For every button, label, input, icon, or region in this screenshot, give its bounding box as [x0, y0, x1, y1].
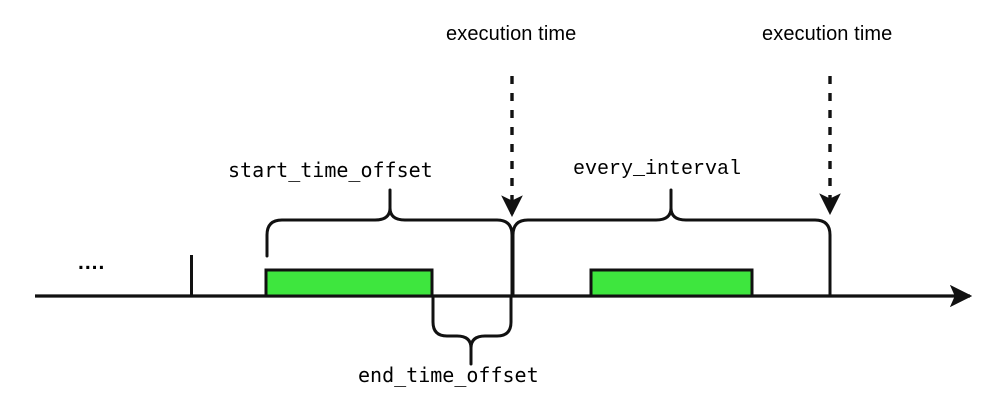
execution-time-label-1: execution time — [446, 23, 577, 45]
data-interval-window-1 — [264, 268, 434, 298]
every-interval-label: every_interval — [573, 158, 742, 181]
end-time-offset-label: end_time_offset — [358, 363, 539, 387]
end-time-offset-brace — [431, 294, 513, 350]
start-time-offset-label: start_time_offset — [228, 158, 433, 182]
data-interval-window-2 — [589, 268, 754, 298]
ellipsis-label: .... — [78, 251, 106, 274]
execution-time-label-2: execution time — [762, 23, 893, 45]
